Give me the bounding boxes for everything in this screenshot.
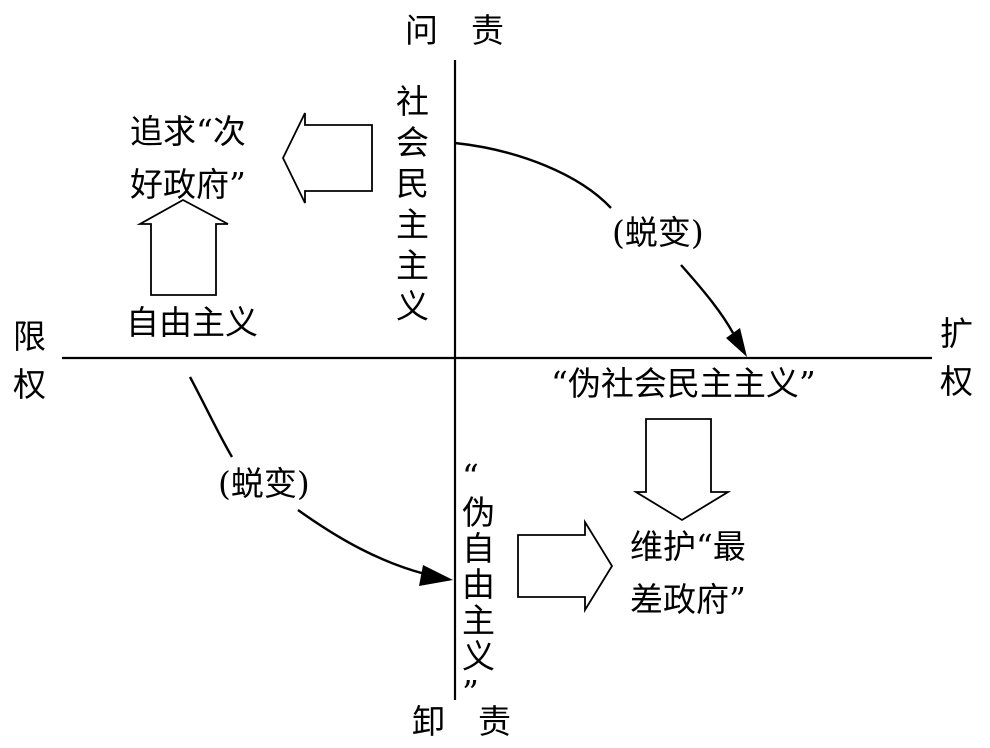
pursue-second-best-line1: 追求“次	[130, 112, 246, 151]
upper-curve-segment-1	[454, 141, 612, 209]
liberalism-label: 自由主义	[126, 303, 258, 342]
pseudo-liberalism-label: “伪自由主义”	[462, 457, 495, 712]
upper-curve-arrowhead-icon	[726, 328, 747, 357]
up-block-arrow-icon	[136, 198, 229, 296]
lower-curve-segment-2	[297, 509, 426, 576]
upper-curve-segment-2	[680, 264, 735, 334]
lower-curve-arrowhead-icon	[419, 565, 453, 586]
social-democracy-label: 社会民主主义	[396, 82, 429, 326]
pseudo-social-democracy-label: “伪社会民主主义”	[551, 364, 816, 403]
pursue-second-best-line2: 好政府”	[130, 165, 246, 204]
metamorphosis-lower-label: (蜕变)	[218, 464, 310, 503]
right-block-arrow-icon	[517, 518, 614, 614]
maintain-worst-line1: 维护“最	[630, 527, 746, 566]
left-block-arrow-icon	[281, 112, 373, 204]
axis-label-bottom: 卸责	[412, 702, 511, 741]
axis-label-right: 扩权	[940, 314, 973, 401]
axis-label-left: 限权	[13, 317, 46, 404]
maintain-worst-line2: 差政府”	[630, 580, 746, 619]
down-block-arrow-icon	[632, 418, 732, 522]
lower-curve-segment-1	[188, 376, 234, 458]
metamorphosis-upper-label: (蜕变)	[612, 213, 704, 252]
axis-label-top: 问责	[405, 11, 504, 50]
